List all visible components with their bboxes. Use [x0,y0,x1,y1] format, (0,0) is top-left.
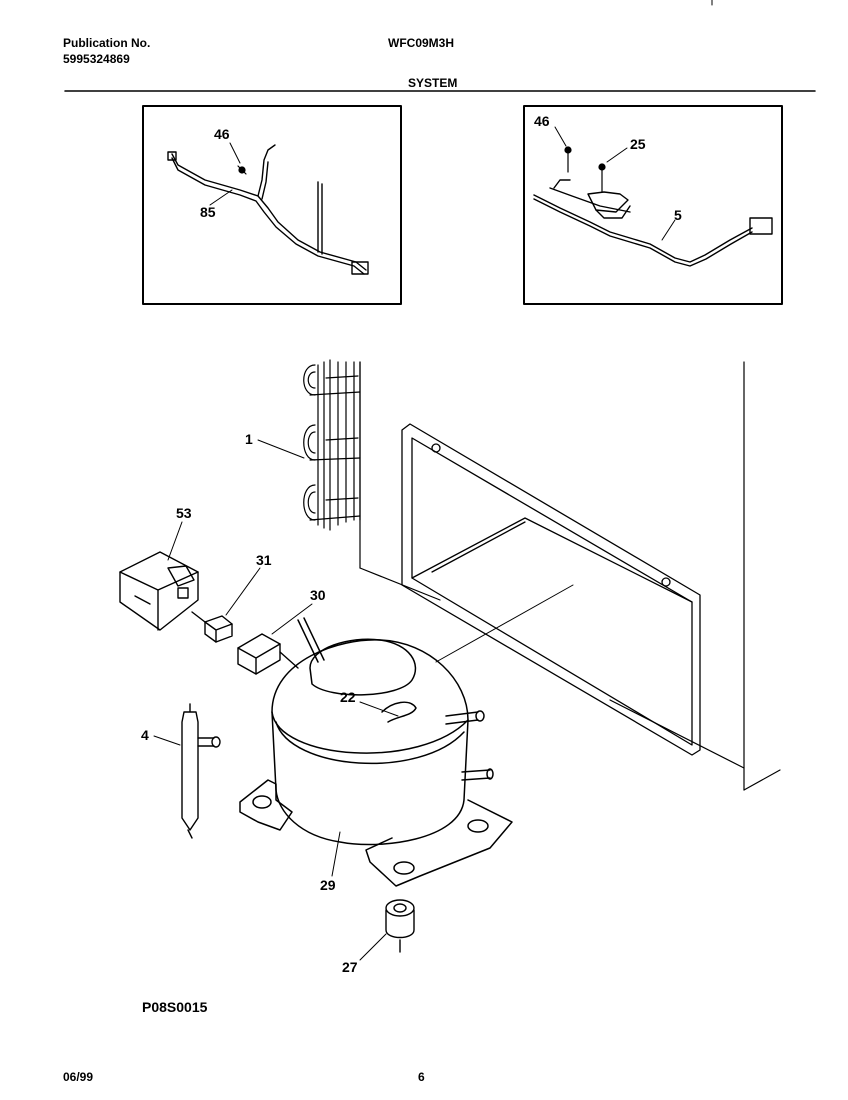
wire-harness-85 [167,144,369,275]
figure-code: P08S0015 [142,999,208,1015]
callout-25: 25 [630,136,646,152]
freezer-compartment [401,423,701,756]
leader-22 [359,701,399,717]
footer-page-number: 6 [418,1070,425,1084]
leader-27 [359,933,387,961]
callout-31: 31 [256,552,272,568]
relay-cover-53 [119,551,199,631]
callout-46-right: 46 [534,113,550,129]
callout-53: 53 [176,505,192,521]
callout-85: 85 [200,204,216,220]
leader-46-left [229,142,241,164]
thermostat-harness-5 [533,179,773,267]
leader-1 [257,439,305,459]
callout-30: 30 [310,587,326,603]
callout-29: 29 [320,877,336,893]
grommet-27 [385,899,415,953]
callout-1: 1 [245,431,253,447]
leader-29 [331,831,341,877]
publication-number: 5995324869 [63,52,130,66]
leader-25 [606,147,628,163]
leader-compressor-suction [435,584,574,663]
drier-4 [181,703,221,839]
section-title: SYSTEM [408,76,458,90]
cabinet-outline [359,361,781,791]
callout-5: 5 [674,207,682,223]
screw-46-left [237,165,247,175]
screw-46-right [564,146,572,173]
callout-22: 22 [340,689,356,705]
model-number: WFC09M3H [388,36,455,50]
condenser-coil [303,359,361,531]
publication-label: Publication No. [63,36,151,50]
callout-46-left: 46 [214,126,230,142]
footer-date: 06/99 [63,1070,94,1084]
inset-box-left [142,105,402,305]
compressor-29 [239,617,513,887]
leader-46-right [554,126,567,147]
overload-31 [191,611,233,643]
leader-31 [225,567,261,616]
screw-25 [598,163,606,193]
callout-4: 4 [141,727,149,743]
callout-27: 27 [342,959,358,975]
leader-5 [661,219,676,241]
leader-85 [209,189,233,206]
leader-30 [271,603,313,635]
inset-box-right [523,105,783,305]
leader-53 [167,521,183,561]
relay-30 [237,633,299,675]
leader-4 [153,735,181,746]
